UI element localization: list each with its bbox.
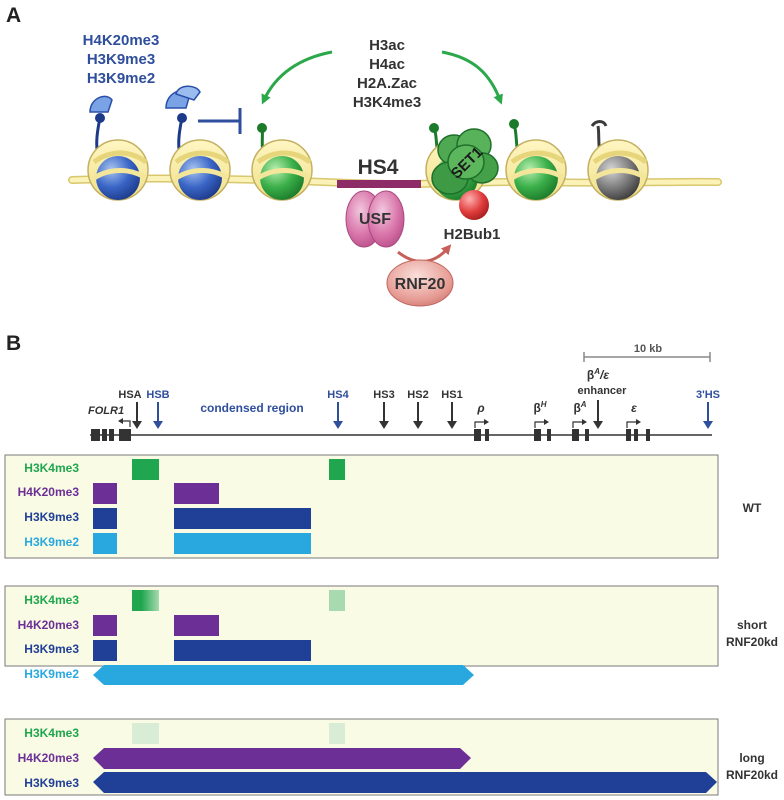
site-label-enhancer: enhancer	[578, 385, 628, 397]
site-label-hs4: HS4	[327, 389, 349, 401]
tss-arrows	[474, 421, 637, 428]
short-h4k20me3-folr1	[93, 615, 117, 636]
wt-h3k4me3-hsa	[132, 459, 159, 480]
short-condition-label-1: short	[737, 618, 767, 632]
mark-label-h4k20me3: H4K20me3	[83, 32, 160, 49]
short-h3k9me2-spread	[93, 665, 474, 685]
short-h3k9me3-folr1	[93, 640, 117, 661]
nucleosome-3	[251, 123, 313, 201]
usf-label: USF	[359, 211, 391, 228]
wt-track-label-h3k9me3: H3K9me3	[24, 510, 79, 524]
short-h4k20me3-region	[174, 615, 219, 636]
long-h4k20me3-spread	[93, 748, 471, 769]
mark-label-h3k9me2: H3K9me2	[87, 70, 155, 87]
hs4-element	[337, 180, 421, 188]
set1-complex: SET1	[431, 128, 499, 195]
short-h3k9me3-region	[174, 640, 311, 661]
panel-b-label: B	[6, 332, 21, 355]
short-track-label-h3k4me3: H3K4me3	[24, 593, 79, 607]
site-label-hsb: HSB	[146, 389, 169, 401]
mark-label-h2azac: H2A.Zac	[357, 75, 417, 92]
wt-h3k9me2-folr1	[93, 533, 117, 554]
site-label-enhancer-genes: βA/ε	[587, 367, 609, 382]
wt-h3k4me3-hs4	[329, 459, 345, 480]
site-label-hs3: HS3	[373, 389, 394, 401]
ubiquitin-circle	[459, 190, 489, 220]
wt-h3k9me3-region	[174, 508, 311, 529]
long-h3k4me3-hsa	[132, 723, 159, 744]
wt-h3k9me2-region	[174, 533, 311, 554]
short-track-label-h3k9me3: H3K9me3	[24, 642, 79, 656]
long-track-label-h4k20me3: H4K20me3	[18, 751, 80, 765]
nucleosome-5	[505, 119, 567, 201]
long-condition-label-2: RNF20kd	[726, 768, 778, 782]
site-arrows	[136, 400, 709, 424]
short-kd-panel	[4, 585, 719, 667]
condensed-region-label: condensed region	[200, 401, 303, 415]
wt-track-label-h4k20me3: H4K20me3	[18, 485, 80, 499]
wt-h4k20me3-region	[174, 483, 219, 504]
scale-bar-label: 10 kb	[634, 343, 662, 355]
site-label-hs1: HS1	[441, 389, 462, 401]
nucleosome-6	[587, 120, 649, 201]
site-label-rho: ρ	[476, 401, 484, 415]
spread-arrow-left	[261, 50, 333, 105]
block-symbol	[198, 108, 242, 134]
panel-a-label: A	[6, 4, 21, 27]
rnf20-label: RNF20	[395, 276, 446, 293]
mark-label-h3k4me3: H3K4me3	[353, 94, 421, 111]
folr1-label: FOLR1	[88, 405, 124, 417]
recruit-arrow	[397, 244, 452, 263]
site-label-epsilon: ε	[631, 401, 637, 415]
scale-bar	[583, 352, 711, 362]
repressive-marks-labels: H4K20me3 H3K9me3 H3K9me2	[83, 32, 160, 87]
wt-track-label-h3k9me2: H3K9me2	[24, 535, 79, 549]
globin-exons	[474, 429, 650, 441]
long-h3k9me3-spread	[93, 772, 717, 793]
usf-dimer: USF	[345, 190, 405, 248]
wt-panel	[4, 454, 719, 559]
mark-label-h3ac: H3ac	[369, 37, 405, 54]
site-label-beta-h: βH	[533, 400, 546, 415]
active-marks-labels: H3ac H4ac H2A.Zac H3K4me3	[353, 37, 421, 111]
mark-label-h3k9me3: H3K9me3	[87, 51, 155, 68]
nucleosome-2	[165, 85, 231, 201]
wt-h3k9me3-folr1	[93, 508, 117, 529]
site-label-beta-a: βA	[573, 400, 586, 415]
short-h3k4me3-hs4	[329, 590, 345, 611]
long-h3k4me3-hs4	[329, 723, 345, 744]
short-condition-label-2: RNF20kd	[726, 635, 778, 649]
hs4-label: HS4	[358, 156, 399, 179]
short-h3k4me3-hsa	[132, 590, 159, 611]
long-track-label-h3k4me3: H3K4me3	[24, 726, 79, 740]
wt-h4k20me3-folr1	[93, 483, 117, 504]
h2bub1-label: H2Bub1	[444, 226, 501, 243]
long-condition-label-1: long	[739, 751, 764, 765]
spread-arrow-right	[441, 50, 503, 105]
nucleosome-1	[87, 95, 149, 201]
folr1-gene	[91, 429, 131, 441]
short-track-label-h4k20me3: H4K20me3	[18, 618, 80, 632]
wt-condition-label: WT	[743, 501, 762, 515]
site-label-3hs: 3'HS	[696, 389, 720, 401]
mark-label-h4ac: H4ac	[369, 56, 405, 73]
site-label-hsa: HSA	[118, 389, 141, 401]
site-label-hs2: HS2	[407, 389, 428, 401]
long-track-label-h3k9me3: H3K9me3	[24, 776, 79, 790]
wt-track-label-h3k4me3: H3K4me3	[24, 461, 79, 475]
short-track-label-h3k9me2: H3K9me2	[24, 667, 79, 681]
rnf20-ellipse	[386, 259, 454, 307]
